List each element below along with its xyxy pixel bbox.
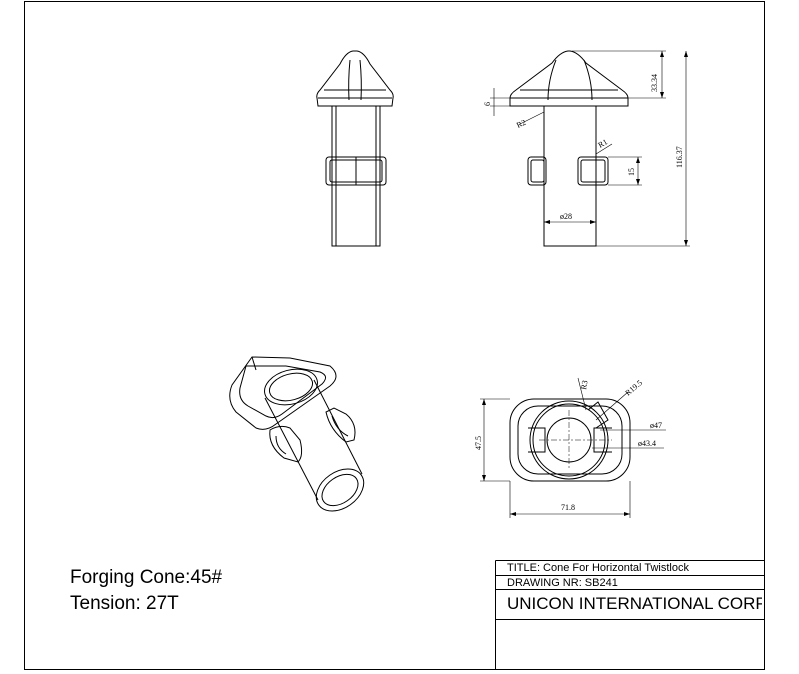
dim-116-37: 116.37 <box>675 146 684 168</box>
title-block <box>495 560 764 669</box>
dim-r19-5: R19.5 <box>624 378 645 397</box>
dim-dia-28: ø28 <box>560 212 572 221</box>
tension-note: Tension: 27T <box>70 593 179 614</box>
material-note: Forging Cone:45# <box>70 567 223 588</box>
title-block-company: UNICON INTERNATIONAL CORP <box>507 594 762 613</box>
dim-r2: R2 <box>515 118 527 130</box>
side-view <box>490 50 690 247</box>
dim-33-34: 33.34 <box>650 74 659 92</box>
dim-47-5: 47.5 <box>474 436 483 450</box>
sheet-border <box>24 1 765 670</box>
dim-r3: R3 <box>579 380 589 391</box>
title-block-title: TITLE: Cone For Horizontal Twistlock <box>507 562 689 574</box>
dim-6: 6 <box>483 102 492 106</box>
dim-dia-43-4: ø43.4 <box>638 439 656 448</box>
front-view <box>316 50 394 247</box>
dim-r1: R1 <box>597 137 610 149</box>
bottom-view <box>480 377 666 518</box>
dim-15: 15 <box>627 168 636 176</box>
isometric-view <box>229 356 365 512</box>
title-block-drawing-number: DRAWING NR: SB241 <box>507 577 618 589</box>
dim-dia-47: ø47 <box>650 421 662 430</box>
dim-71-8: 71.8 <box>561 503 575 512</box>
